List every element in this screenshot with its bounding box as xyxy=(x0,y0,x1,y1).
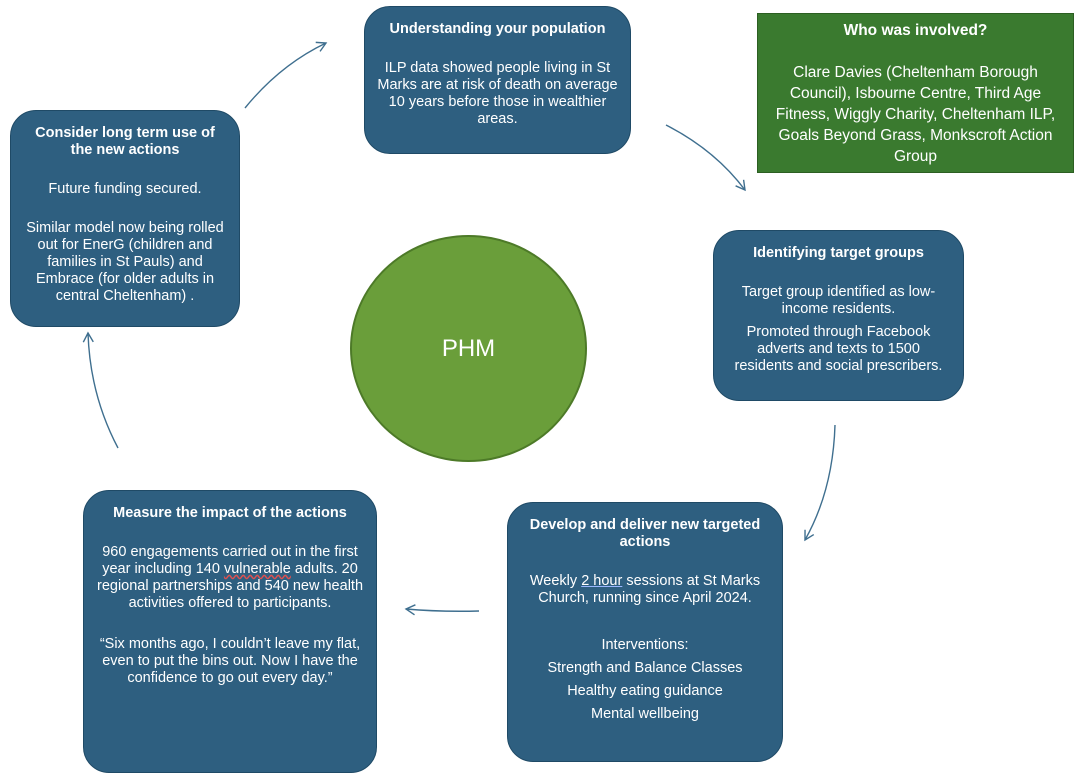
intervention-item: Mental wellbeing xyxy=(590,706,699,722)
develop-sessions-pre: Weekly xyxy=(529,573,582,589)
arrow-identifying-to-develop xyxy=(804,424,836,542)
identifying-target-groups-box: Identifying target groups Target group i… xyxy=(713,230,964,401)
understanding-title: Understanding your population xyxy=(389,21,606,37)
longterm-text-1: Future funding secured. xyxy=(48,181,202,197)
identifying-title: Identifying target groups xyxy=(753,245,924,261)
arrow-measure-to-longterm xyxy=(82,331,119,449)
understanding-text: ILP data showed people living in St Mark… xyxy=(377,60,618,127)
arrow-develop-to-measure xyxy=(404,604,480,616)
measure-text: 960 engagements carried out in the first… xyxy=(96,544,364,612)
who-text: Clare Davies (Cheltenham Borough Council… xyxy=(775,64,1056,165)
understanding-population-box: Understanding your population ILP data s… xyxy=(364,6,631,154)
long-term-use-box: Consider long term use of the new action… xyxy=(10,110,240,327)
develop-deliver-box: Develop and deliver new targeted actions… xyxy=(507,502,783,762)
measure-quote: “Six months ago, I couldn’t leave my fla… xyxy=(99,636,361,686)
intervention-item: Strength and Balance Classes xyxy=(547,660,743,676)
interventions-label: Interventions: xyxy=(601,637,689,653)
arrow-understanding-to-identifying xyxy=(665,124,746,192)
intervention-item: Healthy eating guidance xyxy=(567,683,723,699)
phm-center-circle: PHM xyxy=(350,235,587,462)
longterm-text-2: Similar model now being rolled out for E… xyxy=(26,220,224,304)
measure-text-pre: 960 engagements carried out in the first… xyxy=(102,544,358,577)
measure-title: Measure the impact of the actions xyxy=(113,505,347,521)
who-was-involved-box: Who was involved? Clare Davies (Cheltenh… xyxy=(757,13,1074,173)
develop-sessions-text: Weekly 2 hour sessions at St Marks Churc… xyxy=(520,573,770,607)
develop-sessions-post: sessions at St Marks Church, running sin… xyxy=(538,573,761,606)
measure-text-post: adults. 20 regional partnerships and 540… xyxy=(96,561,364,611)
identifying-text-1: Target group identified as low-income re… xyxy=(741,284,936,317)
measure-impact-box: Measure the impact of the actions 960 en… xyxy=(83,490,377,773)
develop-sessions-highlight: 2 hour xyxy=(581,573,623,589)
who-title: Who was involved? xyxy=(843,22,988,39)
develop-title: Develop and deliver new targeted actions xyxy=(529,517,761,550)
measure-text-spellcheck: vulnerable xyxy=(223,561,291,577)
arrow-longterm-to-understanding xyxy=(244,41,328,109)
phm-label: PHM xyxy=(441,334,496,362)
identifying-text-2: Promoted through Facebook adverts and te… xyxy=(734,324,943,374)
longterm-title: Consider long term use of the new action… xyxy=(35,125,215,158)
